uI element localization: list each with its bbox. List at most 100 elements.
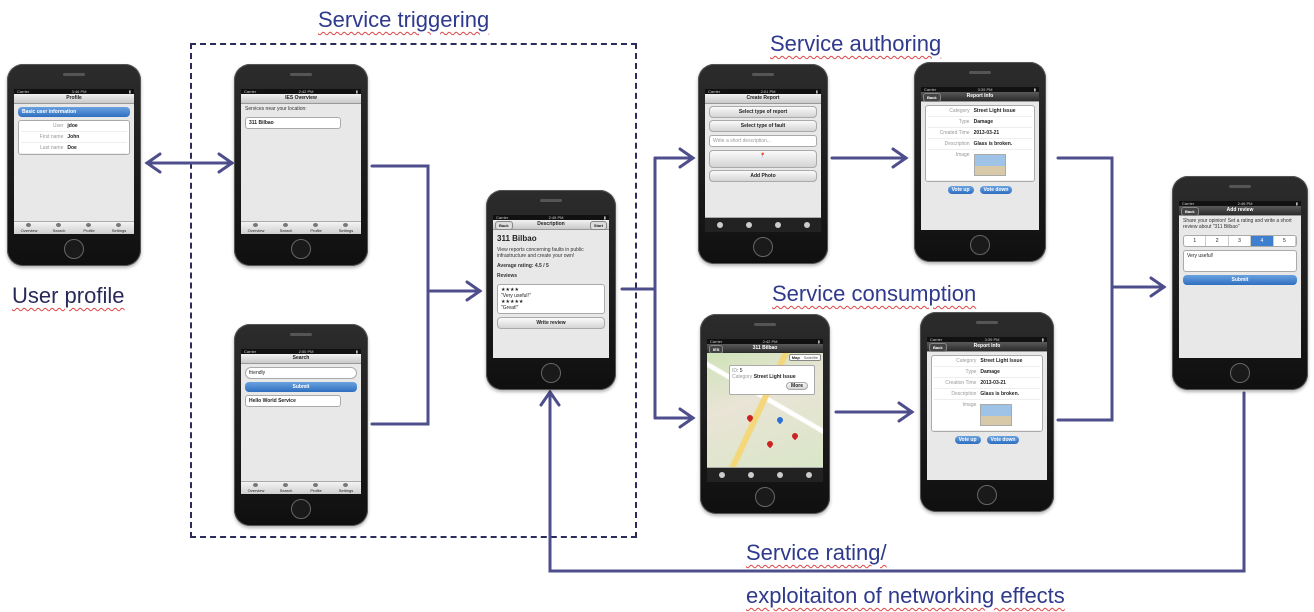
select-report-type-button[interactable]: Select type of report xyxy=(709,106,817,118)
location-icon[interactable] xyxy=(707,468,736,482)
tabbar: Overview Search Profile Settings xyxy=(241,221,361,234)
submit-button[interactable]: Submit xyxy=(245,382,357,392)
map-pin-icon[interactable] xyxy=(765,468,794,482)
tab-settings[interactable]: Settings xyxy=(104,222,134,234)
map-pin-icon[interactable] xyxy=(763,218,792,232)
map-popup: ID: 5 Category Street Light Issue More xyxy=(729,365,815,395)
tab-profile[interactable]: Profile xyxy=(74,222,104,234)
home-button[interactable] xyxy=(755,487,775,507)
home-button[interactable] xyxy=(970,235,990,255)
review-prompt: Share your opinion! Set a rating and wri… xyxy=(1183,218,1292,230)
home-button[interactable] xyxy=(541,363,561,383)
map-view[interactable]: Map Satellite ID: 5 Category Street Ligh… xyxy=(707,353,823,468)
label-networking-effects: exploitaiton of networking effects xyxy=(746,583,1065,608)
result-item[interactable]: Hello World Service xyxy=(245,395,341,407)
vote-down-button[interactable]: Vote down xyxy=(979,186,1013,194)
map-pin-icon[interactable] xyxy=(790,431,800,441)
tab-settings[interactable]: Settings xyxy=(331,482,361,494)
write-review-button[interactable]: Write review xyxy=(497,317,605,329)
description-input[interactable]: Write a short description... xyxy=(709,135,817,147)
nav-title: Back Description Start xyxy=(493,220,609,230)
home-button[interactable] xyxy=(1230,363,1250,383)
reviews-list: ★★★★ "Very useful!" ★★★★★ "Great!" xyxy=(497,284,605,314)
nav-title: Back Add review xyxy=(1179,206,1301,216)
nav-title: Back Report Info xyxy=(921,92,1039,102)
back-button[interactable]: Back xyxy=(495,221,513,230)
home-button[interactable] xyxy=(64,239,84,259)
tab-search[interactable]: Search xyxy=(271,482,301,494)
vote-up-button[interactable]: Vote up xyxy=(947,186,974,194)
rating-option[interactable]: 5 xyxy=(1274,236,1296,246)
tab-overview[interactable]: Overview xyxy=(14,222,44,234)
arrowhead-left xyxy=(144,152,162,174)
nav-title: Search xyxy=(241,354,361,364)
tab-profile[interactable]: Profile xyxy=(301,482,331,494)
nav-title: Back Report Info xyxy=(927,342,1047,352)
review-input[interactable]: Very useful! xyxy=(1183,250,1297,272)
current-location-icon xyxy=(775,415,785,425)
tab-profile[interactable]: Profile xyxy=(301,222,331,234)
select-fault-type-button[interactable]: Select type of fault xyxy=(709,120,817,132)
vote-down-button[interactable]: Vote down xyxy=(986,436,1020,444)
more-button[interactable]: More xyxy=(786,382,808,390)
location-icon[interactable] xyxy=(705,218,734,232)
map-tab[interactable]: Map xyxy=(791,355,800,360)
map-pin-icon[interactable] xyxy=(765,439,775,449)
home-button[interactable] xyxy=(977,485,997,505)
gear-icon[interactable] xyxy=(792,218,821,232)
pin-icon[interactable]: 📍 xyxy=(709,150,817,168)
reviews-label: Reviews xyxy=(497,273,518,279)
back-button[interactable]: Back xyxy=(1181,207,1199,216)
label-user-profile: User profile xyxy=(12,283,125,308)
home-button[interactable] xyxy=(291,239,311,259)
nav-title: IES Overview xyxy=(241,94,361,104)
home-button[interactable] xyxy=(291,499,311,519)
back-button[interactable]: Back xyxy=(929,343,947,352)
tab-search[interactable]: Search xyxy=(44,222,74,234)
section-header[interactable]: Basic user information xyxy=(18,107,130,117)
review-text: "Great!" xyxy=(501,305,519,311)
rating-option-selected[interactable]: 4 xyxy=(1251,236,1274,246)
arrowhead-right xyxy=(217,152,235,174)
add-photo-button[interactable]: Add Photo xyxy=(709,170,817,182)
vote-up-button[interactable]: Vote up xyxy=(954,436,981,444)
start-button[interactable]: Start xyxy=(589,221,607,230)
service-description: View reports concerning faults in public… xyxy=(497,247,584,259)
rating-option[interactable]: 1 xyxy=(1184,236,1207,246)
tab-settings[interactable]: Settings xyxy=(331,222,361,234)
tab-overview[interactable]: Overview xyxy=(241,222,271,234)
gear-icon[interactable] xyxy=(794,468,823,482)
back-button[interactable]: Back xyxy=(923,93,941,102)
feedback-loop xyxy=(548,390,1246,573)
submit-button[interactable]: Submit xyxy=(1183,275,1297,285)
service-item[interactable]: 311 Bilbao xyxy=(245,117,341,129)
tab-search[interactable]: Search xyxy=(271,222,301,234)
review-stars: ★★★★★ xyxy=(501,299,524,305)
rating-option[interactable]: 2 xyxy=(1206,236,1229,246)
list-icon[interactable] xyxy=(736,468,765,482)
connector-to-review xyxy=(1056,156,1114,422)
satellite-tab[interactable]: Satellite xyxy=(803,355,818,360)
map-pin-icon[interactable] xyxy=(745,413,755,423)
rating-option[interactable]: 3 xyxy=(1229,236,1252,246)
rating-selector: 1 2 3 4 5 xyxy=(1183,235,1297,247)
location-text: Services near your location: xyxy=(245,106,307,112)
tab-overview[interactable]: Overview xyxy=(241,482,271,494)
home-button[interactable] xyxy=(753,237,773,257)
label-service-authoring: Service authoring xyxy=(770,31,942,56)
search-input[interactable]: friendly xyxy=(245,367,357,379)
list-icon[interactable] xyxy=(734,218,763,232)
